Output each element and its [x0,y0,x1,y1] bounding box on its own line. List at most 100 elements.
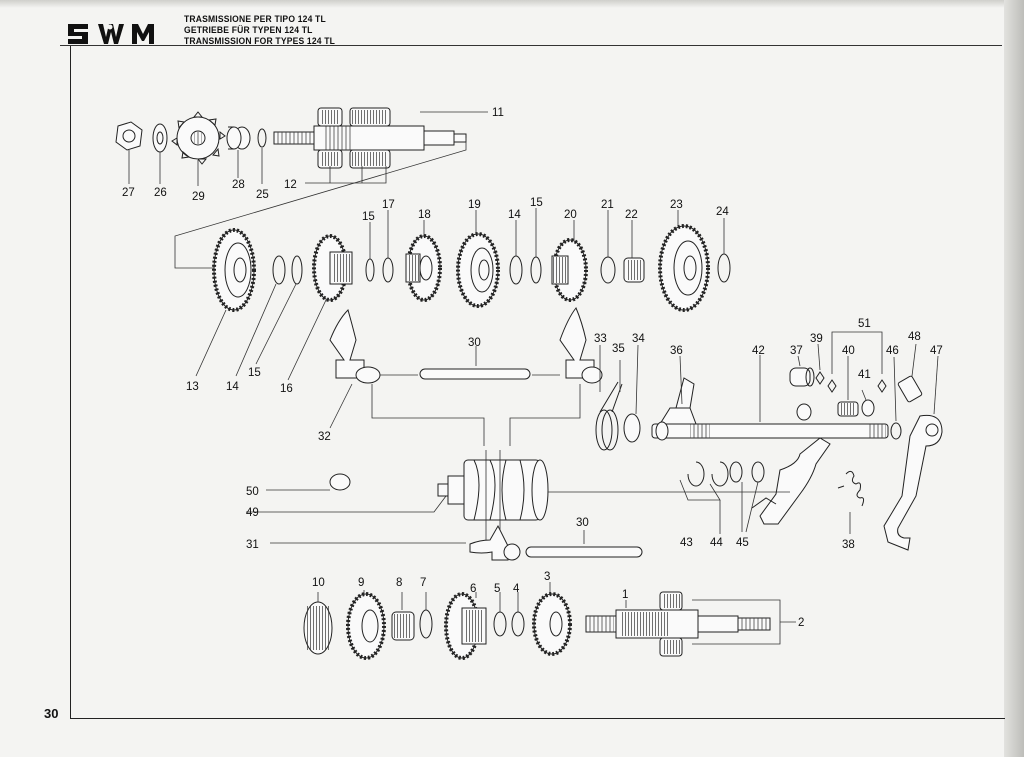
callout-21: 21 [601,199,614,211]
shift-fork-33 [559,307,603,384]
callout-36: 36 [670,345,683,357]
bushing-28 [226,126,251,150]
gear-9 [346,592,386,660]
scan-page-edge [1004,0,1024,757]
scan-top-edge [0,0,1024,8]
circlip-15a [291,255,303,285]
circlip-43 [687,461,729,487]
gear-lever-47 [883,414,943,551]
callout-34: 34 [632,333,645,345]
gear-20 [551,238,588,302]
diagram-frame [70,46,1005,719]
callout-2: 2 [798,617,804,629]
callout-30-bottom: 30 [576,517,589,529]
callout-48: 48 [908,331,921,343]
callout-37: 37 [790,345,803,357]
needle-bearing-22 [623,257,645,283]
nut-27 [115,121,143,151]
oring-25 [257,128,267,148]
callout-15-top-b: 15 [530,197,543,209]
callout-49: 49 [246,507,259,519]
callout-22: 22 [625,209,638,221]
callout-17: 17 [382,199,395,211]
spring-41 [861,399,875,417]
callout-10: 10 [312,577,325,589]
callout-26: 26 [154,187,167,199]
washer-46 [890,422,902,440]
washer-14a [272,255,286,285]
callout-14-top: 14 [508,209,521,221]
callout-12: 12 [284,179,297,191]
callout-25: 25 [256,189,269,201]
callout-15-top-a: 15 [362,211,375,223]
callout-31: 31 [246,539,259,551]
callout-24: 24 [716,206,729,218]
callout-14: 14 [226,381,239,393]
callout-46: 46 [886,345,899,357]
pin-39 [815,371,825,385]
gear-16 [312,234,353,302]
shift-fork-31 [469,524,521,561]
callout-4: 4 [513,583,520,595]
washer-50 [329,473,351,491]
sprocket-29 [171,111,226,165]
callout-8: 8 [396,577,402,589]
gear-18 [405,234,442,302]
callout-45: 45 [736,537,749,549]
callout-6: 6 [470,583,476,595]
callout-30-top: 30 [468,337,481,349]
callout-38: 38 [842,539,855,551]
title-italian: TRASMISSIONE PER TIPO 124 TL [184,14,326,25]
callout-16: 16 [280,383,293,395]
output-shaft-11 [273,125,467,151]
callout-18: 18 [418,209,431,221]
shift-fork-32 [329,309,381,384]
callout-42: 42 [752,345,765,357]
title-german: GETRIEBE FÜR TYPEN 124 TL [184,25,313,36]
washer-44 [729,461,743,483]
callout-40: 40 [842,345,855,357]
needle-bearing-8 [391,611,415,641]
callout-19: 19 [468,199,481,211]
callout-5: 5 [494,583,500,595]
callout-15: 15 [248,367,261,379]
title-english: TRANSMISSION FOR TYPES 124 TL [184,36,336,47]
callout-35: 35 [612,343,625,355]
selector-plate-36 [751,437,831,525]
fork-shaft-30 [419,368,531,380]
callout-11: 11 [492,107,504,119]
header-rule [60,45,1002,46]
callout-51: 51 [858,318,871,330]
spring-40 [837,401,859,417]
washer-34 [623,413,641,443]
callout-32: 32 [318,431,331,443]
callout-3: 3 [544,571,550,583]
callout-43: 43 [680,537,693,549]
callout-33: 33 [594,333,607,345]
gear-3 [532,592,572,656]
pins-51 [827,379,887,393]
swm-logo [68,24,154,44]
callout-50: 50 [246,486,259,498]
gear-23 [658,224,710,312]
callout-20: 20 [564,209,577,221]
bushing-37 [789,367,815,421]
needle-bearings-12 [317,107,391,169]
callout-28: 28 [232,179,245,191]
fork-shaft-30b [525,546,643,558]
callout-39: 39 [810,333,823,345]
gear-13 [212,228,256,312]
screw-48 [897,375,923,403]
spring-38 [837,470,865,507]
shift-drum-49 [437,459,549,521]
callout-13: 13 [186,381,199,393]
callout-9: 9 [358,577,364,589]
callout-1: 1 [622,589,628,601]
callout-41: 41 [858,369,871,381]
bearings-2 [659,591,683,657]
callout-47: 47 [930,345,943,357]
header-titles: TRASMISSIONE PER TIPO 124 TL GETRIEBE FÜ… [184,14,335,47]
gear-19 [456,232,500,308]
